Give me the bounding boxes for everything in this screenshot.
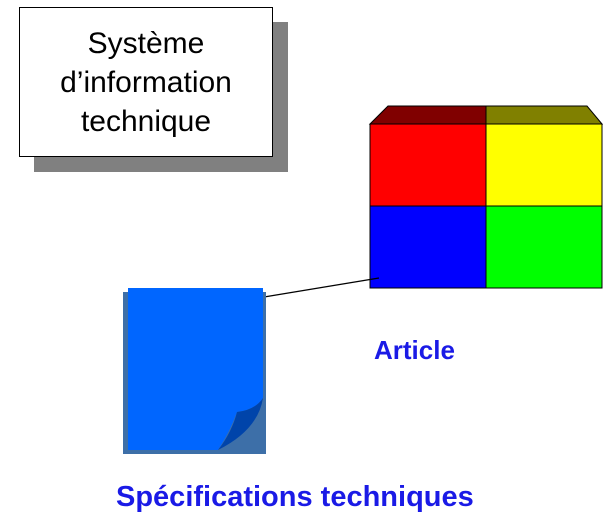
document-curl xyxy=(218,398,263,450)
article-cell-bottom-left xyxy=(369,205,487,289)
document-icon xyxy=(123,288,266,454)
system-box-line-1: Système xyxy=(87,26,205,60)
system-box-line-2: d’information xyxy=(60,65,232,99)
spec-label: Spécifications techniques xyxy=(116,481,474,513)
article-cube xyxy=(368,105,603,289)
article-top-face-right xyxy=(485,105,603,125)
system-box-line-3: technique xyxy=(80,104,212,138)
article-top-face-left xyxy=(368,105,487,125)
article-label: Article xyxy=(374,335,455,365)
article-cell-bottom-right xyxy=(485,205,603,289)
article-cell-top-right xyxy=(485,123,603,207)
document-page xyxy=(128,288,263,450)
article-cell-top-left xyxy=(369,123,487,207)
connector-line xyxy=(257,277,380,299)
system-info-box: Système d’information technique xyxy=(19,7,273,157)
